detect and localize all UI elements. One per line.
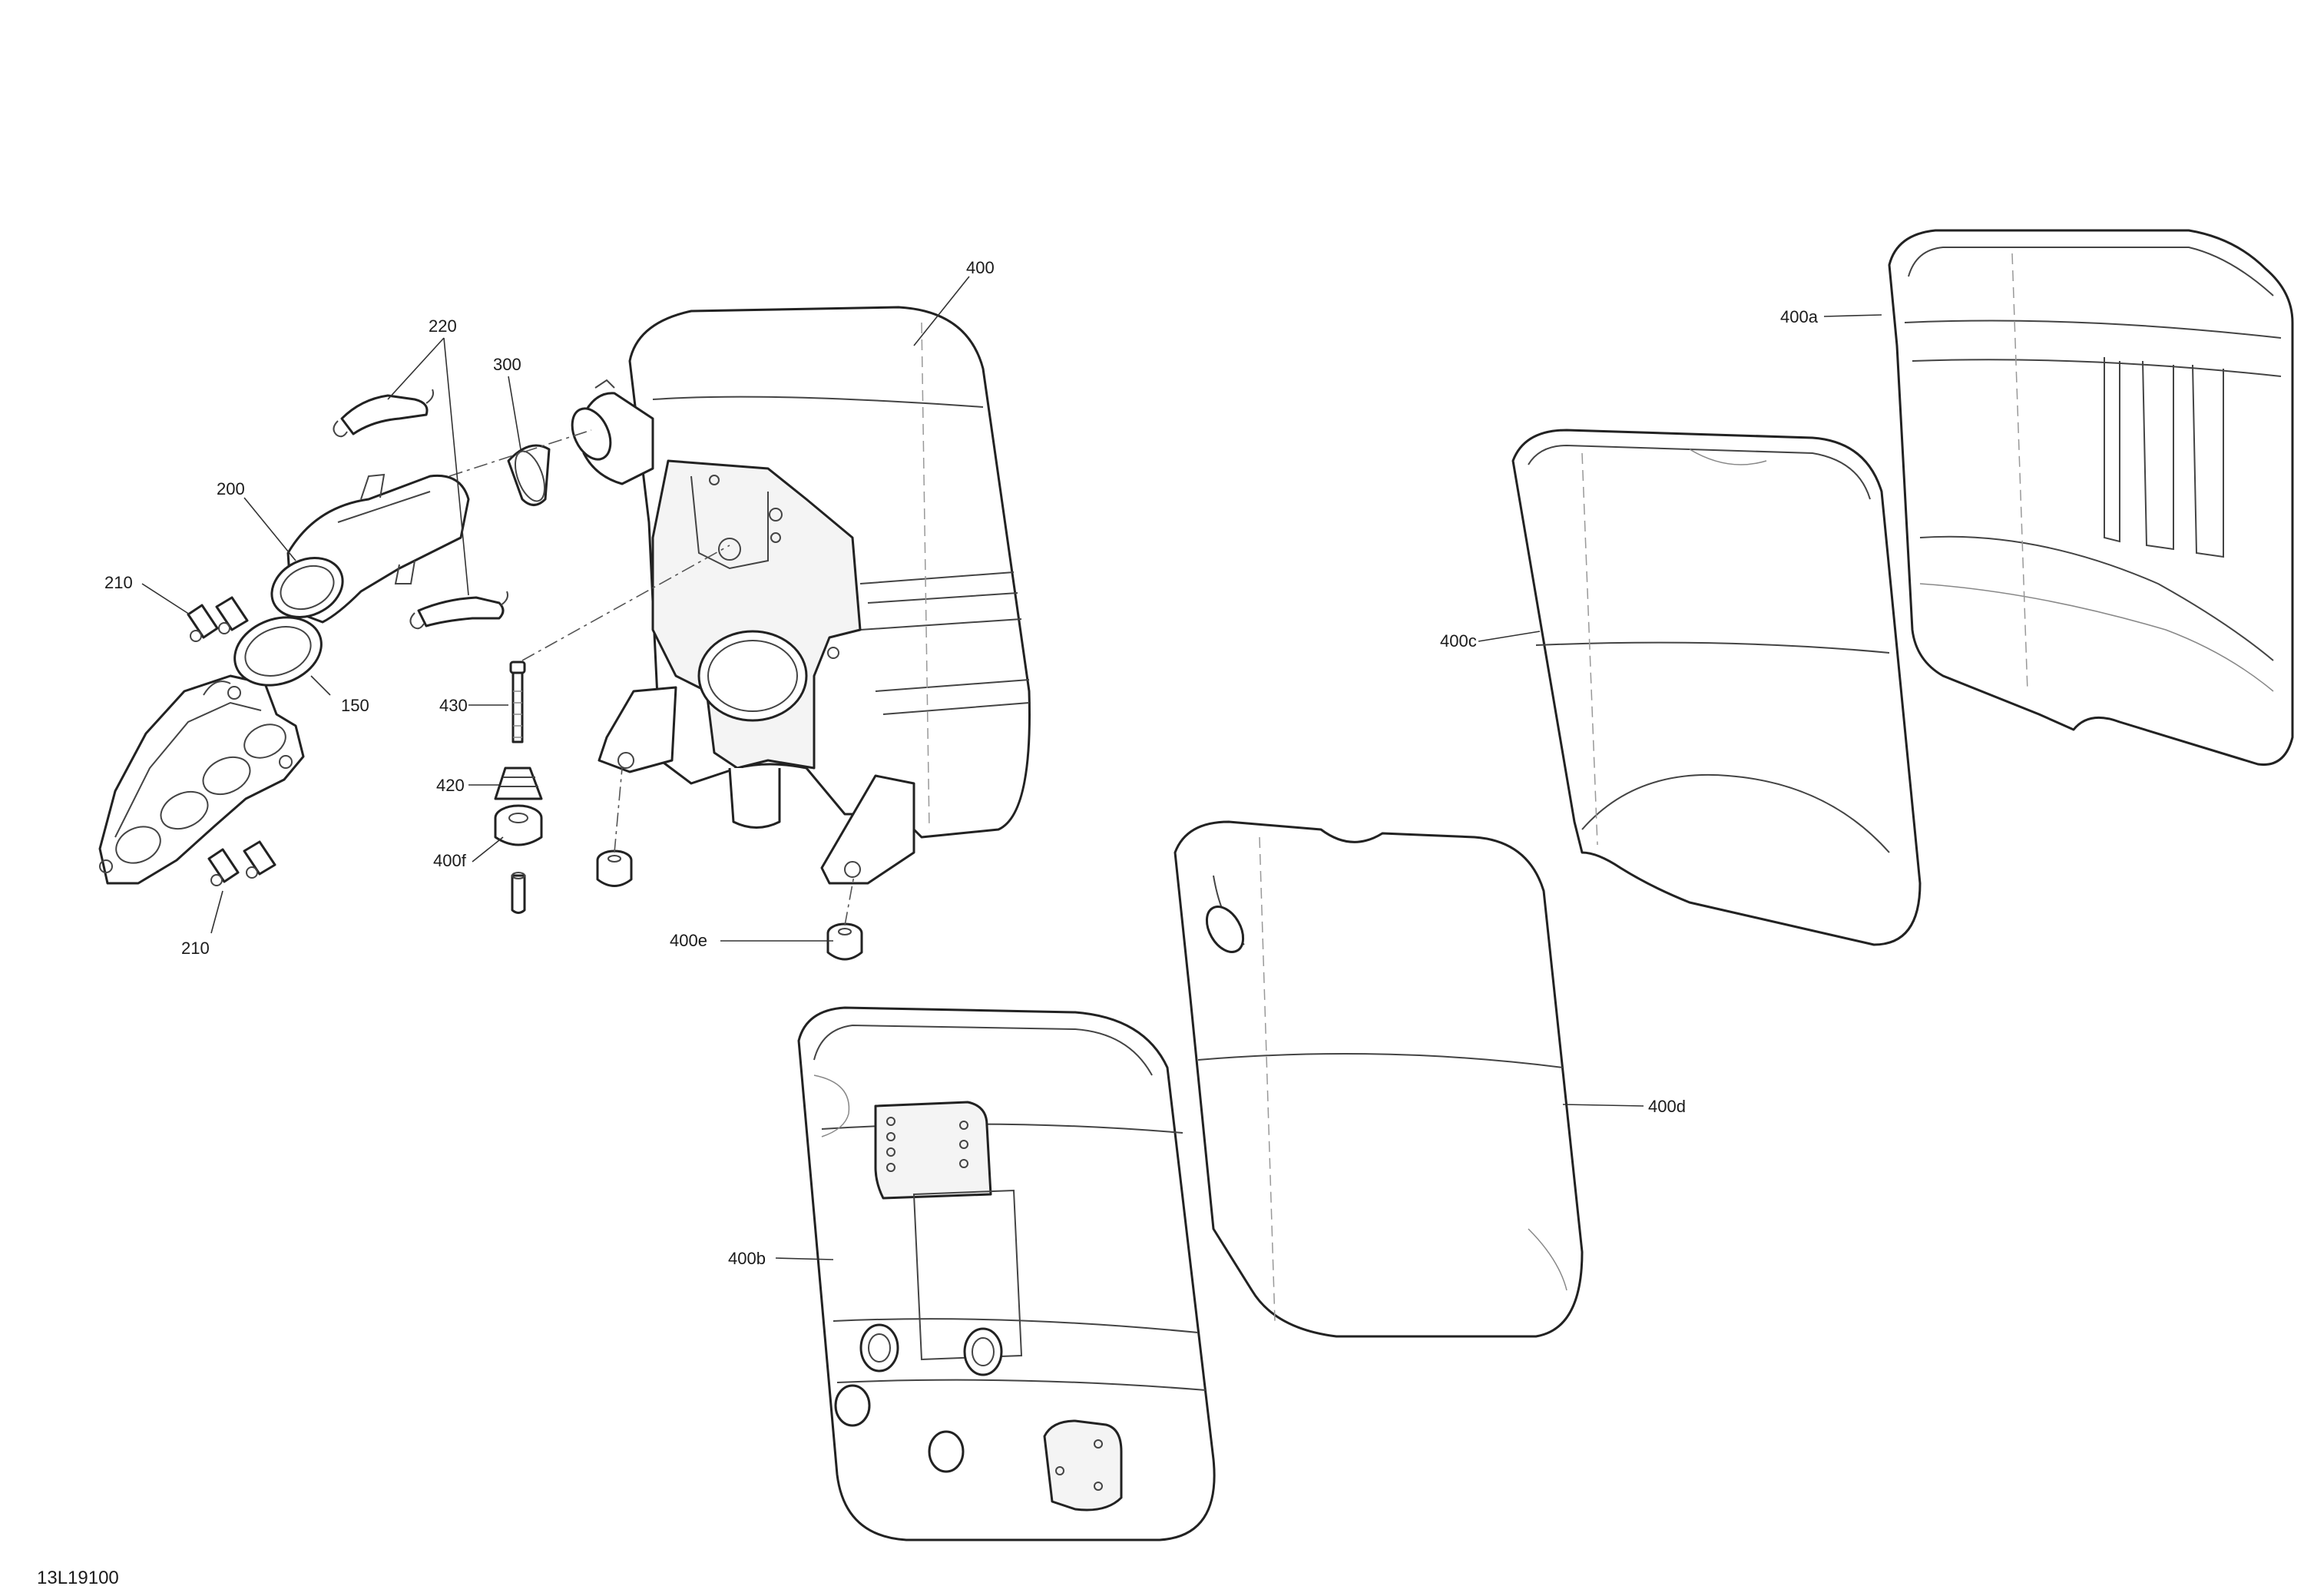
callout-400a: 400a (1780, 307, 1819, 326)
heat-shield-400a (1888, 229, 2294, 767)
callout-400: 400 (966, 258, 995, 277)
callout-400c: 400c (1440, 631, 1477, 651)
exhaust-manifold (98, 674, 305, 885)
heat-shield-400d (1174, 820, 1584, 1338)
callout-400e: 400e (670, 931, 707, 950)
callout-210-top: 210 (104, 573, 133, 592)
assembly-lines (449, 429, 855, 926)
callout-150: 150 (341, 696, 369, 715)
callout-420: 420 (436, 776, 465, 795)
callout-430: 430 (439, 696, 468, 715)
callout-220: 220 (429, 316, 457, 336)
callout-210-bottom: 210 (181, 939, 210, 958)
heat-shield-400c (1511, 429, 1922, 946)
seal-ring (507, 444, 551, 506)
gasket-ring (233, 616, 323, 687)
rubber-mount-1 (596, 849, 633, 887)
spring-upper (333, 389, 434, 438)
drawing-number: 13L19100 (37, 1568, 119, 1588)
callout-400f: 400f (433, 851, 467, 870)
callout-400d: 400d (1648, 1097, 1686, 1116)
rubber-mount-2 (826, 922, 863, 961)
spring-lower (409, 591, 508, 630)
clamp-pair-bottom (207, 840, 276, 886)
exhaust-pipe (270, 473, 470, 624)
leader-lines (141, 276, 1882, 1260)
heat-shield-400b (797, 1006, 1216, 1541)
callout-400b: 400b (728, 1249, 766, 1268)
callout-300: 300 (493, 355, 521, 374)
muffler-assembly (571, 306, 1031, 885)
callout-200: 200 (217, 479, 245, 498)
bolt-stack (494, 661, 543, 914)
clamp-pair-top (187, 596, 249, 642)
